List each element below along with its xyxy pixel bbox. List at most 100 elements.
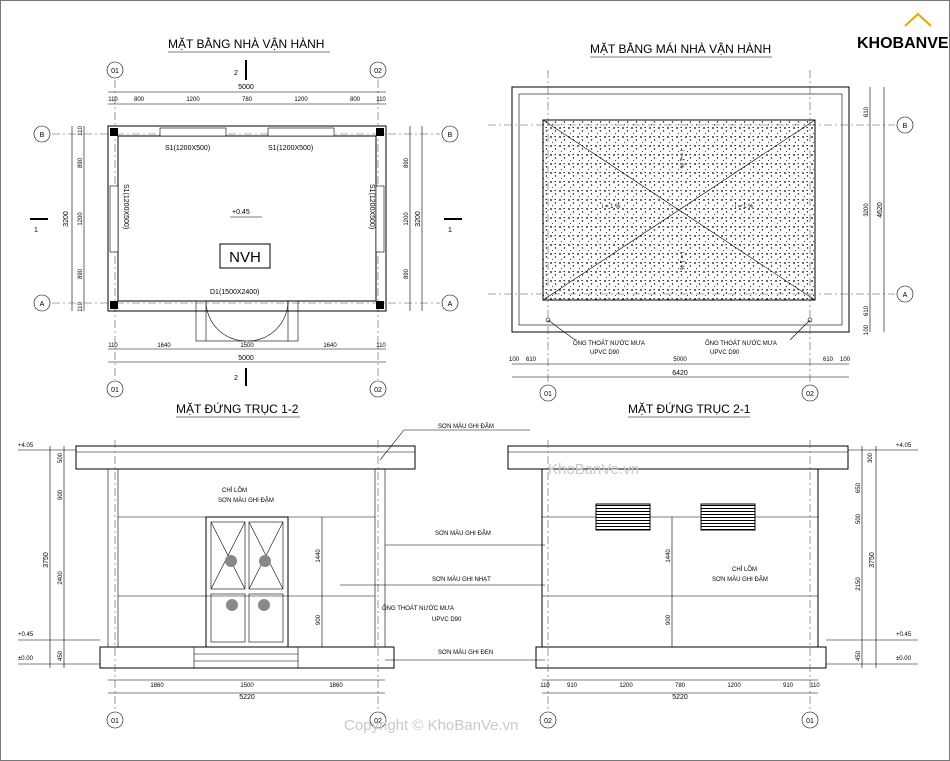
elev12-door-leaf: [248, 593, 284, 643]
grid-label-a-left: A: [40, 301, 45, 308]
plan-bottom-total: 5000: [238, 355, 254, 362]
roof-bottom-dim: 100: [509, 357, 520, 363]
roof-pipe-label-1: ỐNG THOÁT NƯỚC MƯA: [573, 340, 645, 347]
roof-pipe-label-2: ỐNG THOÁT NƯỚC MƯA: [705, 340, 777, 347]
elev21-grid-bubble-01: [801, 711, 819, 729]
elev12-note: CHỈ LÕM: [222, 487, 247, 494]
plan-bottom-dim: 1500: [240, 343, 254, 349]
roof-bottom-dim: 5000: [673, 357, 687, 363]
plan-level: +0.45: [232, 209, 250, 216]
roof-right-dim: 610: [864, 106, 870, 117]
elev21-inner-dim: 900: [666, 614, 672, 625]
window-label-right: S1(1200X500): [368, 184, 375, 229]
roof-pipe-label-2b: UPVC D90: [710, 350, 740, 356]
grid-label-01-bottom: 01: [111, 387, 119, 394]
plan-left-dim: 110: [78, 302, 84, 312]
roof-grid-label-01: 01: [544, 391, 552, 398]
elev12-note: SƠN MÀU GHI NHẠT: [432, 576, 491, 583]
elev12-note: UPVC D90: [432, 617, 462, 623]
elev21-louver-left: [595, 503, 651, 531]
section-mark-1-left: 1: [30, 218, 48, 234]
plan-bottom-dim: 110: [108, 343, 118, 349]
grid-bubble-01-top: [106, 61, 124, 79]
grid-bubble-a-left: [33, 294, 51, 312]
elev21-plinth: [535, 646, 827, 669]
plan-top-total: 5000: [238, 84, 254, 91]
plan-bottom-dim: 1640: [157, 343, 171, 349]
elev21-bottom-dim: 1200: [727, 683, 741, 689]
grid-label-01-top: 01: [111, 68, 119, 75]
elev12-note: SƠN MÀU GHI ĐẬM: [218, 497, 274, 504]
grid-label-02-bottom: 02: [374, 387, 382, 394]
inner-wall: [117, 135, 377, 302]
elev21-right-dim: 2150: [856, 577, 862, 591]
elev12-inner-dim: 1440: [316, 549, 322, 563]
roof-plan: MẶT BẰNG MÁI NHÀ VẬN HÀNH i = 1 % i = 1 …: [488, 41, 914, 402]
plan-bottom-dim: 1640: [323, 343, 337, 349]
roof-parapet-outer: [511, 86, 850, 333]
logo-text: KHOBANVE: [857, 35, 949, 52]
grid-bubble-01-bottom: [106, 380, 124, 398]
elev12-title: MẶT ĐỨNG TRỤC 1-2: [176, 401, 299, 416]
plan-left-dim: 890: [78, 268, 84, 279]
elev12-door-leaf: [248, 521, 284, 590]
roof-bottom-total: 6420: [672, 370, 688, 377]
roof-right-dim: 3200: [864, 203, 870, 217]
elev21-right-total: 3750: [869, 552, 876, 568]
elev12-roof-fascia: [75, 445, 416, 470]
elev21-bottom-dim: 910: [567, 683, 578, 689]
logo: KHOBANVE: [852, 12, 949, 52]
door-ornament: [226, 599, 238, 611]
door-label: D1(1500X2400): [210, 289, 259, 296]
elev12-note: SƠN MÀU GHI ĐẬM: [435, 530, 491, 537]
plan-right-dim: 890: [404, 268, 410, 279]
elev12-note: ỐNG THOÁT NƯỚC MƯA: [382, 605, 454, 612]
roof-grid-bubble-02: [801, 384, 819, 402]
plan-top-dim: 800: [134, 97, 145, 103]
elev12-door-frame: [205, 516, 289, 648]
elev21-right-dim: 500: [856, 513, 862, 524]
roof-grid-label-02: 02: [806, 391, 814, 398]
floor-plan: MẶT BẰNG NHÀ VẬN HÀNH 01 02 01 02 B B A …: [30, 36, 462, 398]
elev21-wall: [541, 468, 819, 648]
elev21-level: +0.45: [896, 632, 912, 638]
plan-top-dim: 110: [108, 97, 118, 103]
elev12-grid-label: 01: [111, 718, 119, 725]
plan-top-dim: 1200: [186, 97, 200, 103]
plan-title: MẶT BẰNG NHÀ VẬN HÀNH: [168, 36, 324, 51]
door-ornament: [225, 555, 237, 567]
grid-bubble-b-left: [33, 125, 51, 143]
elev12-note: SƠN MÀU GHI ĐEN: [438, 649, 493, 656]
grid-label-b-right: B: [448, 132, 453, 139]
elev12-bottom-dim: 1860: [150, 683, 164, 689]
elev21-bottom-dim: 910: [783, 683, 794, 689]
elev12-left-total: 3750: [43, 552, 50, 568]
svg-text:1: 1: [448, 227, 452, 234]
door-ornament: [259, 555, 271, 567]
window-label-top-1: S1(1200X500): [165, 145, 210, 152]
entrance-steps: [195, 300, 299, 342]
elev21-louver-right: [700, 503, 756, 531]
elevation-1-2: MẶT ĐỨNG TRỤC 1-2 01: [18, 401, 545, 729]
plan-top-dim: 1200: [294, 97, 308, 103]
roof-bottom-dim: 610: [823, 357, 834, 363]
grid-label-b-left: B: [40, 132, 45, 139]
elev12-note: SƠN MÀU GHI ĐẬM: [438, 423, 494, 430]
plan-top-dim: 800: [350, 97, 361, 103]
plan-right-dim: 890: [404, 157, 410, 168]
elev21-bottom-dim: 1200: [619, 683, 633, 689]
elev12-grid-bubble-02: [369, 711, 387, 729]
elev12-inner-dim: 900: [316, 614, 322, 625]
roof-title: MẶT BẰNG MÁI NHÀ VẬN HÀNH: [590, 41, 771, 56]
grid-bubble-b-right: [441, 125, 459, 143]
elev21-note: CHỈ LÕM: [732, 566, 757, 573]
elev12-column-right: [374, 468, 386, 648]
svg-text:2: 2: [234, 70, 238, 77]
roof-bottom-dim: 100: [840, 357, 851, 363]
elev21-bottom-dim: 780: [675, 683, 686, 689]
elev12-column-left: [107, 468, 119, 648]
elev12-bottom-dim: 1860: [329, 683, 343, 689]
slope-label: i = 1 %: [678, 150, 684, 169]
outer-wall: [107, 125, 387, 312]
